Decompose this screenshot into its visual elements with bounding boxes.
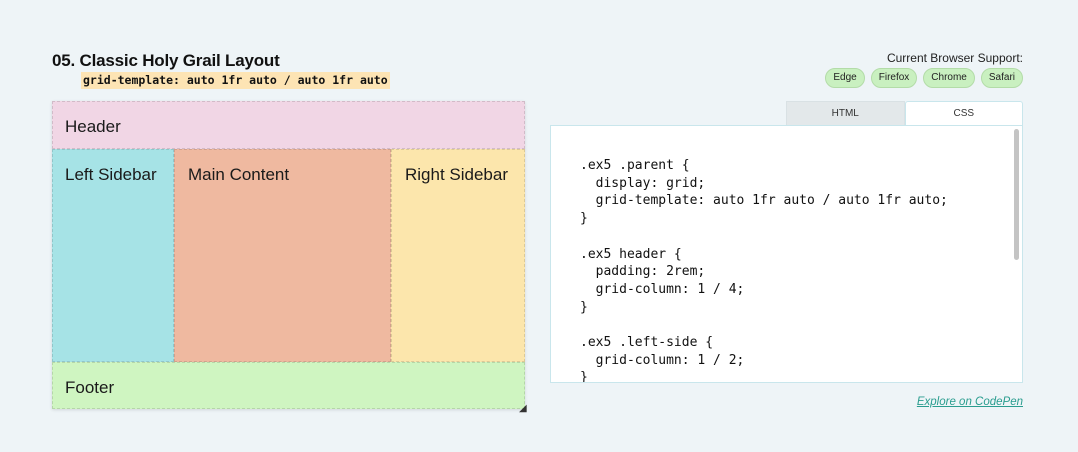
badge-safari: Safari <box>980 68 1023 88</box>
demo-right-sidebar: Right Sidebar <box>391 149 525 362</box>
grid-template-code-label: grid-template: auto 1fr auto / auto 1fr … <box>81 72 390 89</box>
badge-firefox: Firefox <box>870 68 918 88</box>
code-panel[interactable]: .ex5 .parent { display: grid; grid-templ… <box>550 125 1023 383</box>
resize-handle-icon[interactable]: ◢ <box>519 403 527 414</box>
tab-css[interactable]: CSS <box>904 101 1023 126</box>
demo-left-sidebar: Left Sidebar <box>52 149 174 362</box>
demo-main-content: Main Content <box>174 149 391 362</box>
badge-edge: Edge <box>825 68 865 88</box>
holy-grail-demo[interactable]: Header Left Sidebar Main Content Right S… <box>52 101 525 409</box>
tab-html[interactable]: HTML <box>786 101 905 126</box>
demo-footer: Footer <box>52 362 525 409</box>
code-tabs: HTML CSS <box>786 101 1023 126</box>
section-title: 05. Classic Holy Grail Layout <box>52 51 280 70</box>
css-code-block: .ex5 .parent { display: grid; grid-templ… <box>580 158 948 383</box>
explore-codepen-link[interactable]: Explore on CodePen <box>916 396 1023 408</box>
badge-chrome: Chrome <box>923 68 975 88</box>
browser-support-label: Current Browser Support: <box>886 51 1023 65</box>
code-scrollbar[interactable] <box>1014 129 1019 260</box>
demo-header: Header <box>52 101 525 149</box>
browser-badges: Edge Firefox Chrome Safari <box>825 68 1023 88</box>
